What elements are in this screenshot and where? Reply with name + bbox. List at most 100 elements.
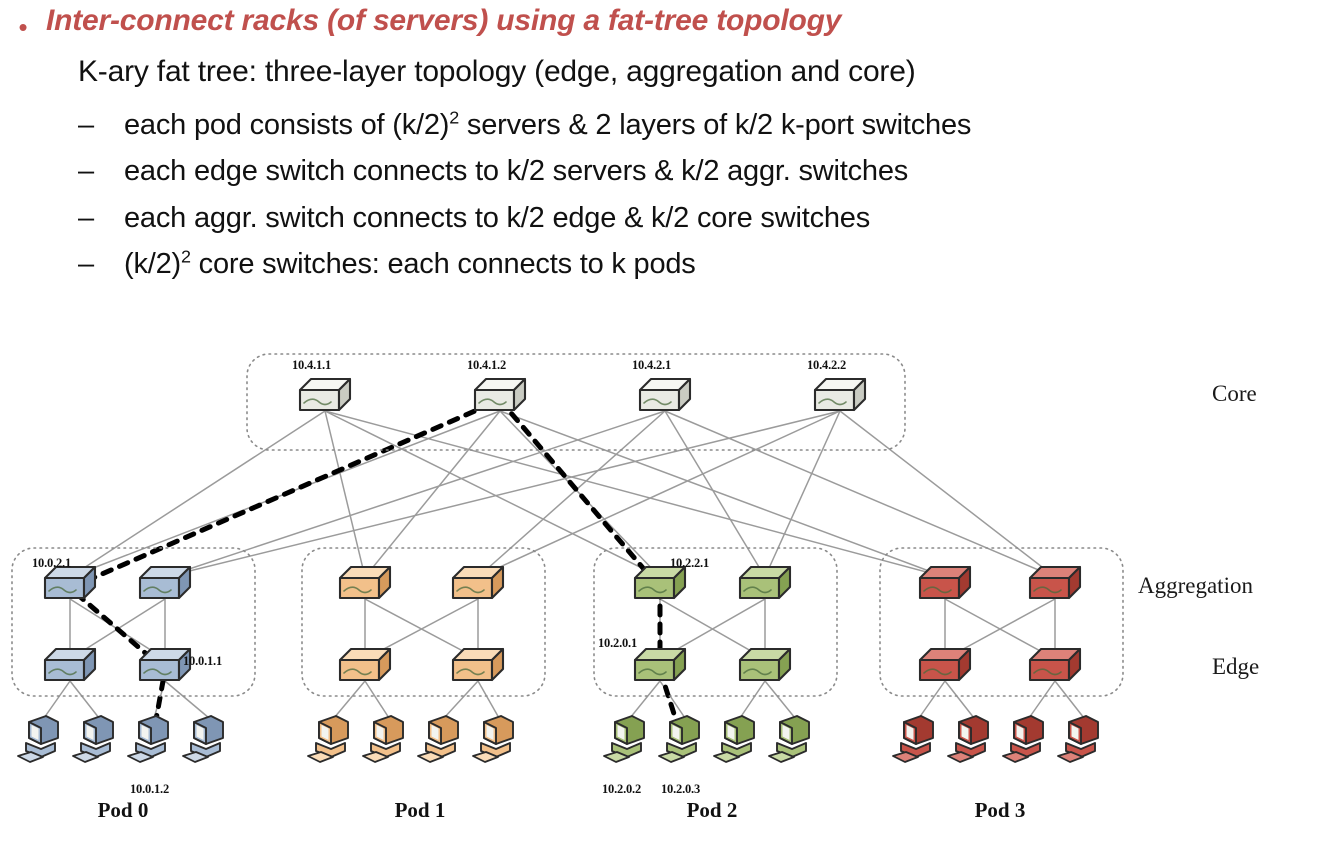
server-host[interactable] [892,715,934,763]
switch-front-face [138,658,181,682]
aggregation-switch-ip-label: 10.0.2.1 [32,556,72,570]
server-host[interactable] [72,715,114,763]
edge-switch-ip-label: 10.2.0.1 [598,636,638,650]
switch-front-face [918,658,961,682]
switch-port-detail [923,668,952,676]
bullet-point-2-text: each edge switch connects to k/2 servers… [124,149,908,193]
server-keyboard [713,751,740,763]
aggregation-switch[interactable] [43,565,97,600]
server-host[interactable] [17,715,59,763]
point-4-post: core switches: each connects to k pods [190,248,696,281]
bullet-point-4: – (k/2)2 core switches: each connects to… [78,242,1323,286]
aggregation-switch[interactable] [918,565,972,600]
pod-label-pod-1: Pod 1 [394,798,446,822]
core-to-aggregation-link [364,410,501,578]
server-screen [617,725,625,740]
server-host[interactable] [947,715,989,763]
server-screen [727,725,735,740]
bullet-title-row: • Inter-connect racks (of servers) using… [0,4,1323,40]
server-host[interactable] [658,715,700,763]
switch-right-face [672,647,687,682]
aggregation-switch[interactable] [138,565,192,600]
edge-switch-ip-label: 10.0.1.1 [183,654,223,668]
layer-label-core: Core [1212,381,1257,406]
edge-switch[interactable] [43,647,97,682]
bullet-point-4-text: (k/2)2 core switches: each connects to k… [124,242,696,286]
slide-text-block: • Inter-connect racks (of servers) using… [0,0,1323,287]
switch-front-face [1028,576,1071,600]
server-host[interactable] [417,715,459,763]
edge-to-server-link [443,680,479,719]
edge-switch[interactable] [1028,647,1082,682]
switch-port-detail [343,668,372,676]
switch-front-face [298,388,341,412]
bullet-point-1-text: each pod consists of (k/2)2 servers & 2 … [124,103,971,147]
edge-switch[interactable] [338,647,392,682]
edge-to-server-link [764,680,796,719]
pod-group-box [301,547,546,697]
server-host[interactable] [472,715,514,763]
edge-switch[interactable] [918,647,972,682]
point-4-pre: (k/2) [124,248,182,281]
switch-right-face [777,647,792,682]
server-host[interactable] [127,715,169,763]
switch-right-face [957,565,972,600]
switch-front-face [338,576,381,600]
server-screen [1071,725,1079,740]
edge-to-server-link [739,680,766,719]
server-host[interactable] [1057,715,1099,763]
aggregation-switch[interactable] [451,565,505,600]
server-screen [31,725,39,740]
bullet-point-1: – each pod consists of (k/2)2 servers & … [78,103,1323,147]
edge-switch[interactable] [633,647,687,682]
core-switch[interactable] [813,377,867,412]
server-host[interactable] [362,715,404,763]
server-keyboard [472,751,499,763]
server-screen [141,725,149,740]
server-host[interactable] [713,715,755,763]
switch-port-detail [818,398,847,406]
server-screen [431,725,439,740]
server-host[interactable] [307,715,349,763]
pod-label-pod-3: Pod 3 [974,798,1026,822]
bullet-dot-icon: • [18,12,28,42]
point-1-pre: each pod consists of (k/2) [124,109,450,142]
core-to-aggregation-link [839,410,1056,578]
aggregation-switch[interactable] [338,565,392,600]
edge-to-server-link [164,680,210,719]
point-1-post: servers & 2 layers of k/2 k-port switche… [459,109,972,142]
switch-front-face [451,658,494,682]
server-host[interactable] [182,715,224,763]
switch-right-face [677,377,692,412]
point-1-sup: 2 [449,107,460,128]
switch-right-face [512,377,527,412]
dash-marker-icon: – [78,109,95,142]
layer-label-edge: Edge [1212,654,1260,679]
server-screen [376,725,384,740]
server-ip-label: 10.2.0.2 [602,782,642,796]
slide-subtitle: K-ary fat tree: three-layer topology (ed… [78,55,916,88]
switch-port-detail [743,586,772,594]
core-switch[interactable] [473,377,527,412]
dash-marker-icon: – [78,155,95,188]
server-host[interactable] [603,715,645,763]
switch-port-detail [48,668,77,676]
core-to-aggregation-link [477,410,666,578]
edge-switch[interactable] [451,647,505,682]
server-host[interactable] [1002,715,1044,763]
core-switch[interactable] [638,377,692,412]
aggregation-switch[interactable] [738,565,792,600]
edge-switch[interactable] [138,647,192,682]
server-screen [196,725,204,740]
edge-to-server-link [944,680,975,719]
switch-front-face [138,576,181,600]
edge-to-server-link [1028,680,1056,719]
server-host[interactable] [768,715,810,763]
core-switch[interactable] [298,377,352,412]
edge-switch[interactable] [738,647,792,682]
switch-port-detail [638,586,667,594]
aggregation-switch[interactable] [633,565,687,600]
aggregation-switch[interactable] [1028,565,1082,600]
server-ip-label: 10.2.0.3 [661,782,701,796]
switch-front-face [638,388,681,412]
